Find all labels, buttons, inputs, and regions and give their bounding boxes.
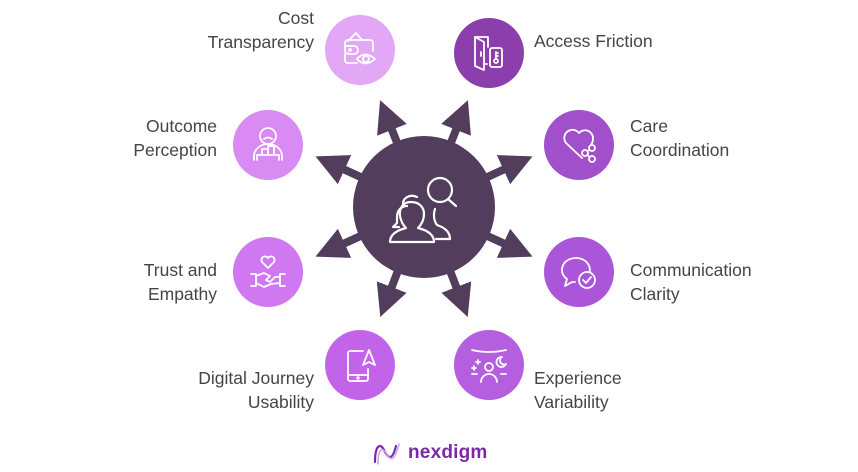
label-line: Clarity [630,284,680,304]
node-trust-empathy [233,237,303,307]
brand-logo: nexdigm [372,440,488,466]
label-line: Experience [534,368,622,388]
label-cost-transparency: Cost Transparency [208,6,314,54]
chat-check-icon [561,257,596,289]
label-line: Access Friction [534,31,653,51]
label-line: Variability [534,392,609,412]
center-hub [353,136,495,278]
label-communication-clarity: Communication Clarity [630,258,752,306]
door-key-icon [474,36,503,71]
label-line: Communication [630,260,752,280]
label-line: Digital Journey [198,368,314,388]
phone-navigation-icon [347,349,376,382]
brand-name: nexdigm [408,442,488,463]
node-access-friction [454,18,524,88]
label-experience-variability: Experience Variability [534,366,622,414]
label-line: Transparency [207,32,314,52]
label-outcome-perception: Outcome Perception [133,114,217,162]
heart-share-icon [563,128,596,163]
node-experience-variability [454,330,524,400]
label-access-friction: Access Friction [534,29,653,53]
person-stars-moon-icon [471,349,507,383]
people-search-icon [388,176,458,244]
label-line: Trust and [143,260,217,280]
label-line: Care [630,116,668,136]
node-outcome-perception [233,110,303,180]
node-digital-journey-usability [325,330,395,400]
node-care-coordination [544,110,614,180]
label-line: Cost [278,8,314,28]
label-line: Outcome [146,116,217,136]
label-line: Usability [247,392,314,412]
label-care-coordination: Care Coordination [630,114,729,162]
node-communication-clarity [544,237,614,307]
wallet-eye-icon [344,32,376,65]
label-line: Empathy [147,284,217,304]
label-digital-journey-usability: Digital Journey Usability [198,366,314,414]
label-trust-empathy: Trust and Empathy [144,258,217,306]
handshake-heart-icon [250,255,286,288]
label-line: Perception [133,140,217,160]
label-line: Coordination [630,140,730,160]
nexdigm-logo-icon [373,443,400,465]
person-chart-icon [253,127,283,161]
node-cost-transparency [325,15,395,85]
